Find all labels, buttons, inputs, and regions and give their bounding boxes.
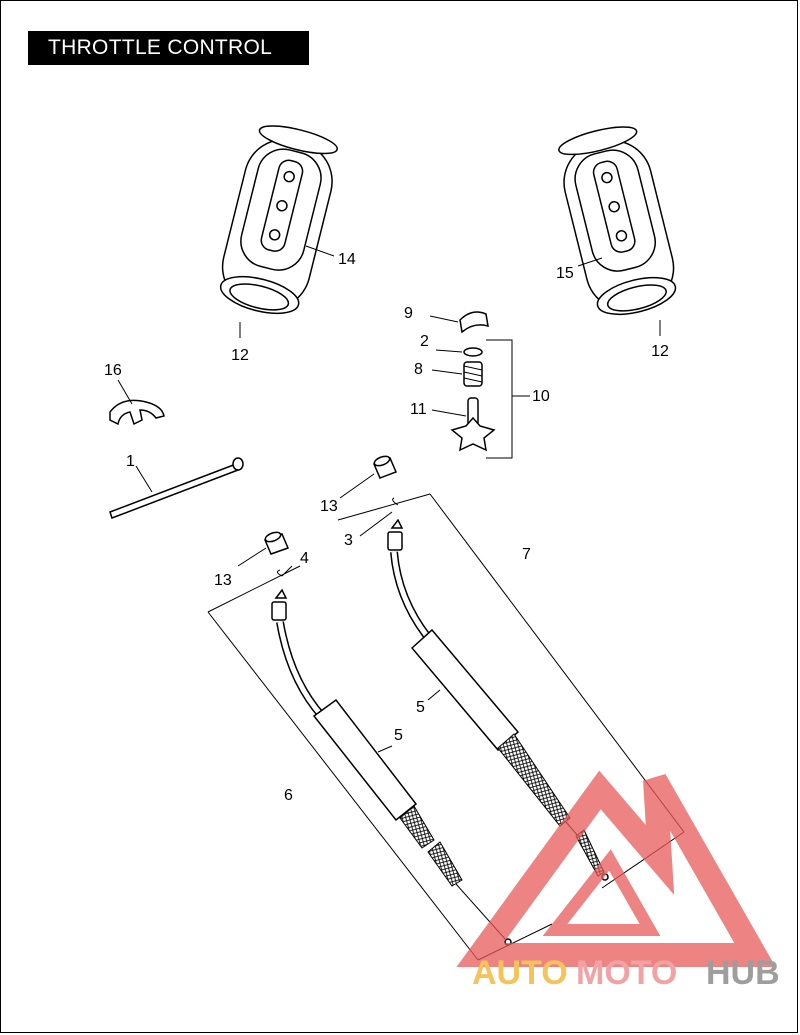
callout-13-upper: 13 — [320, 498, 338, 515]
callout-9: 9 — [404, 305, 413, 322]
idle-cable — [271, 588, 512, 946]
watermark-hub: HUB — [706, 954, 780, 992]
callout-5-upper: 5 — [416, 699, 425, 716]
adjuster-screw — [450, 397, 496, 452]
callout-7: 7 — [522, 546, 531, 563]
callout-13-lower: 13 — [214, 572, 232, 589]
watermark-auto: AUTO — [472, 954, 568, 992]
throttle-cable — [387, 518, 609, 881]
callout-5-lower: 5 — [394, 727, 403, 744]
callout-3: 3 — [344, 532, 353, 549]
callout-16: 16 — [104, 362, 122, 379]
callout-4: 4 — [300, 550, 309, 567]
callout-12-right: 12 — [651, 343, 669, 360]
watermark-moto: MOTO — [576, 954, 677, 992]
right-handgrip — [558, 126, 677, 316]
friction-shoe — [459, 311, 489, 334]
callout-11: 11 — [410, 401, 427, 418]
page-title: THROTTLE CONTROL — [28, 31, 309, 65]
retaining-clip-3 — [392, 497, 399, 506]
spring — [463, 361, 483, 387]
callout-2: 2 — [420, 333, 429, 350]
callout-12-left: 12 — [231, 347, 249, 364]
callout-6: 6 — [284, 787, 293, 804]
callout-1: 1 — [126, 453, 135, 470]
washer — [463, 347, 483, 357]
ferrule-lower — [263, 531, 290, 555]
ferrule-upper — [373, 455, 397, 479]
clip — [109, 399, 165, 426]
callout-14: 14 — [338, 251, 356, 268]
callout-8: 8 — [414, 361, 423, 378]
callout-10: 10 — [532, 388, 550, 405]
left-handgrip — [219, 125, 339, 315]
cable-strap — [109, 457, 244, 519]
watermark-logo — [456, 770, 776, 967]
callout-15: 15 — [556, 265, 574, 282]
